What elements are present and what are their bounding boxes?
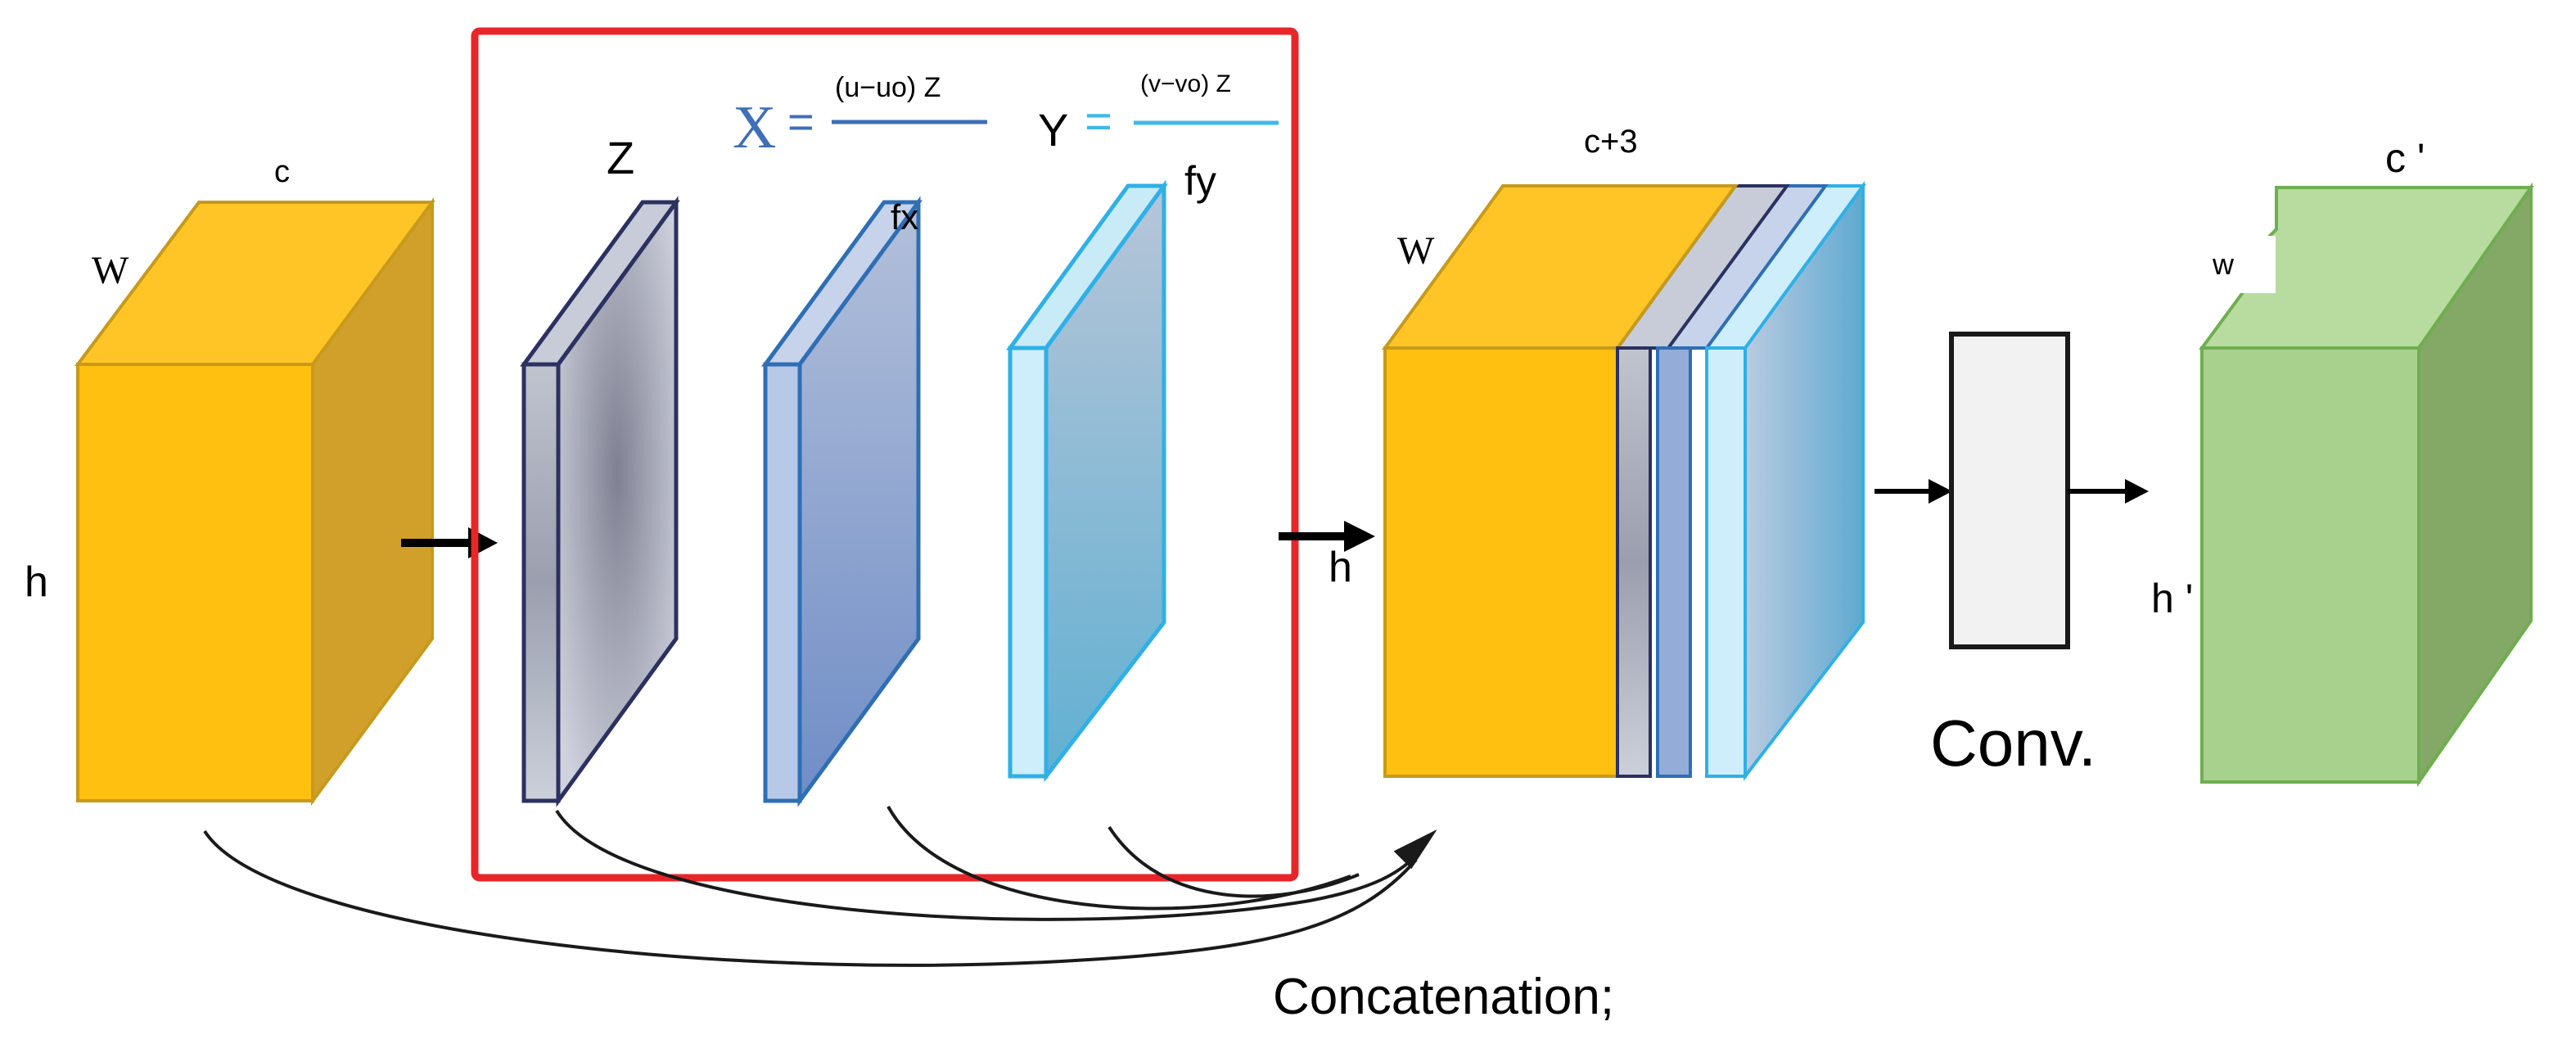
formula-x-equals: = [787,96,814,147]
formula-x: X = (u−uo) Z [733,72,987,161]
y-coordinate-slab: fy [1006,158,1216,783]
input-block-front-face [76,363,314,802]
output-block-front-face [2200,346,2420,784]
concat-height-label: h [1329,544,1352,591]
skip-curve-input [203,829,1418,967]
concat-channel-label: c+3 [1584,124,1638,160]
formula-y-equals: = [1085,95,1112,148]
arrow-depth-to-concat [1279,521,1375,552]
formula-y: Y = (v−vo) Z [1038,70,1279,156]
fy-label: fy [1184,158,1216,204]
input-width-label: W [92,249,129,292]
concat-arrowhead [1393,829,1437,870]
concat-fy-front [1705,346,1747,778]
concat-width-label: W [1397,229,1435,273]
arrow-conv-to-output [2068,479,2149,504]
input-channel-label: c [274,155,290,189]
z-depth-slab: Z [520,132,680,807]
output-channel-label: c ' [2385,135,2425,181]
concatenated-feature-block: W c+3 h [1329,124,1866,781]
concatenation-curves [203,806,1437,967]
skip-curve-fy [1108,825,1360,898]
conv-layer: Conv. [1930,332,2096,780]
output-feature-block: w c ' h ' [2151,135,2534,788]
concat-orange-front [1383,346,1619,778]
skip-curve-z [555,809,1418,921]
concat-fx-front [1656,346,1692,778]
output-width-label: w [2212,247,2235,281]
formula-x-lhs: X [733,94,776,161]
concatenation-label: Concatenation; [1273,969,1614,1025]
formula-y-numerator: (v−vo) Z [1140,70,1231,97]
input-height-label: h [25,558,48,606]
arrow-concat-to-conv [1874,479,1952,504]
concat-z-front [1616,346,1652,778]
formula-y-lhs: Y [1038,104,1068,156]
red-highlight-frame [471,27,1299,882]
output-label-mask [2210,236,2276,293]
input-feature-block: W c h [25,155,435,807]
conv-box [1949,332,2070,649]
output-height-label: h ' [2151,576,2193,621]
x-coordinate-slab: fx [761,196,923,807]
formula-x-numerator: (u−uo) Z [835,72,941,103]
coordinate-transform-box: Z fx fy X = (u−uo) Z Y = (v−vo) Z [471,27,1299,882]
fx-label: fx [891,197,918,237]
z-label: Z [607,132,634,183]
conv-label: Conv. [1930,707,2096,780]
